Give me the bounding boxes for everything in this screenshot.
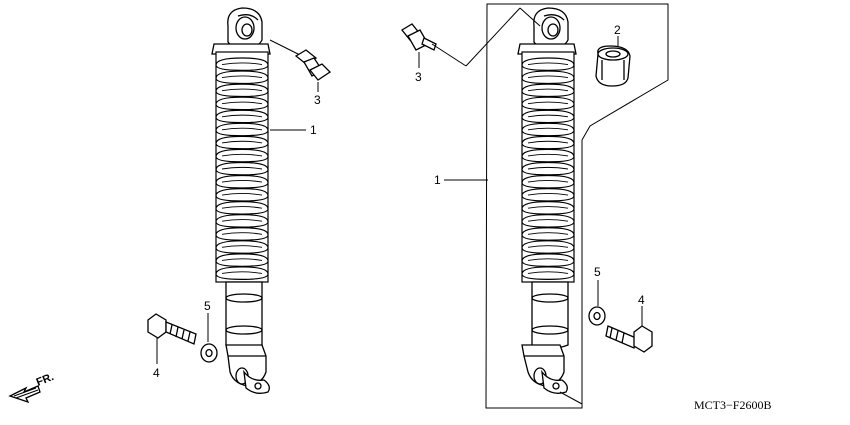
rubber-bushing[interactable] [595,45,631,87]
spring-coil-shade [221,101,263,105]
spring-coil [215,83,269,98]
direction-label: FR. [35,371,56,389]
spring-coil [215,109,269,124]
callout-5-right: 5 [594,265,601,279]
spring-coil-shade [221,75,263,79]
spring-coil-shade [221,114,263,118]
spring-coil [521,227,575,241]
spring-coil-shade [527,140,569,144]
callout-1-left: 1 [310,123,317,137]
spring-coil [215,240,269,254]
spring-coil-shade [527,166,569,170]
spring-coil [521,240,575,254]
washer-left[interactable] [200,343,218,363]
spring-coil-shade [221,153,263,157]
spring-coil-shade [221,206,263,209]
spring-coil [521,214,575,228]
flange-bolt-upper-left[interactable] [269,39,332,81]
spring-coil-shade [221,193,263,196]
spring-coil [215,57,269,72]
spring-coil-shade [221,245,263,248]
spring-coil [521,57,575,72]
spring-coil-shade [527,127,569,131]
spring-coil [521,266,575,280]
spring-coil [521,135,575,150]
spring-coil [215,122,269,137]
washer-right[interactable] [588,306,606,326]
assembly-boundary [485,3,669,409]
spring-coil [215,187,269,202]
callout-4-left: 4 [153,366,160,380]
spring-coil [521,174,575,189]
spring-coil-shade [221,179,263,183]
spring-coil [521,253,575,267]
spring-coil-shade [527,271,569,274]
spring-coil-shade [221,232,263,235]
spring-coil [521,187,575,202]
spring-coil [521,161,575,176]
spring-coil [215,266,269,280]
spring-coil-shade [527,258,569,261]
spring-coil-shade [221,219,263,222]
spring-coil-shade [527,193,569,196]
spring-coil [215,161,269,176]
spring-coil-shade [527,245,569,248]
spring-coil-shade [527,75,569,79]
spring-coil [521,83,575,98]
spring-coil-shade [527,153,569,157]
callout-3-left: 3 [314,93,321,107]
callout-5-left: 5 [204,299,211,313]
spring-coil [521,148,575,163]
spring-coil [215,174,269,189]
spring-coil-shade [221,166,263,170]
spring-coil [521,96,575,111]
spring-coil [215,148,269,163]
spring-coil-shade [527,232,569,235]
spring-coil [521,201,575,215]
spring-coil-shade [221,271,263,274]
spring-coil-shade [527,114,569,118]
spring-coil-shade [527,62,569,65]
spring-coil [215,253,269,267]
spring-coil [215,214,269,228]
spring-coil-shade [527,88,569,92]
diagram-code: MCT3−F2600B [694,398,771,412]
flange-bolt-lower-left[interactable] [147,313,197,345]
spring-coil-shade [527,101,569,105]
spring-coil [521,122,575,137]
callout-1-right: 1 [434,173,441,187]
spring-coil-shade [221,88,263,92]
spring-coil-shade [221,140,263,144]
right-shock-absorber[interactable] [517,7,577,394]
spring-coil-shade [527,206,569,209]
spring-coil-shade [221,127,263,131]
spring-coil [521,70,575,85]
callout-3-right: 3 [415,70,422,84]
spring-coil-shade [221,62,263,65]
spring-coil [215,227,269,241]
left-shock-absorber[interactable] [211,7,271,394]
spring-coil-shade [527,179,569,183]
flange-bolt-upper-right[interactable] [401,7,541,67]
front-direction-arrow-icon [8,385,41,404]
spring-coil [521,109,575,124]
callout-2: 2 [614,23,621,37]
flange-bolt-lower-right[interactable] [605,325,653,353]
spring-coil-shade [527,219,569,222]
callout-4-right: 4 [638,293,645,307]
spring-coil [215,201,269,215]
spring-coil [215,96,269,111]
spring-coil-shade [221,258,263,261]
spring-coil [215,70,269,85]
spring-coil [215,135,269,150]
